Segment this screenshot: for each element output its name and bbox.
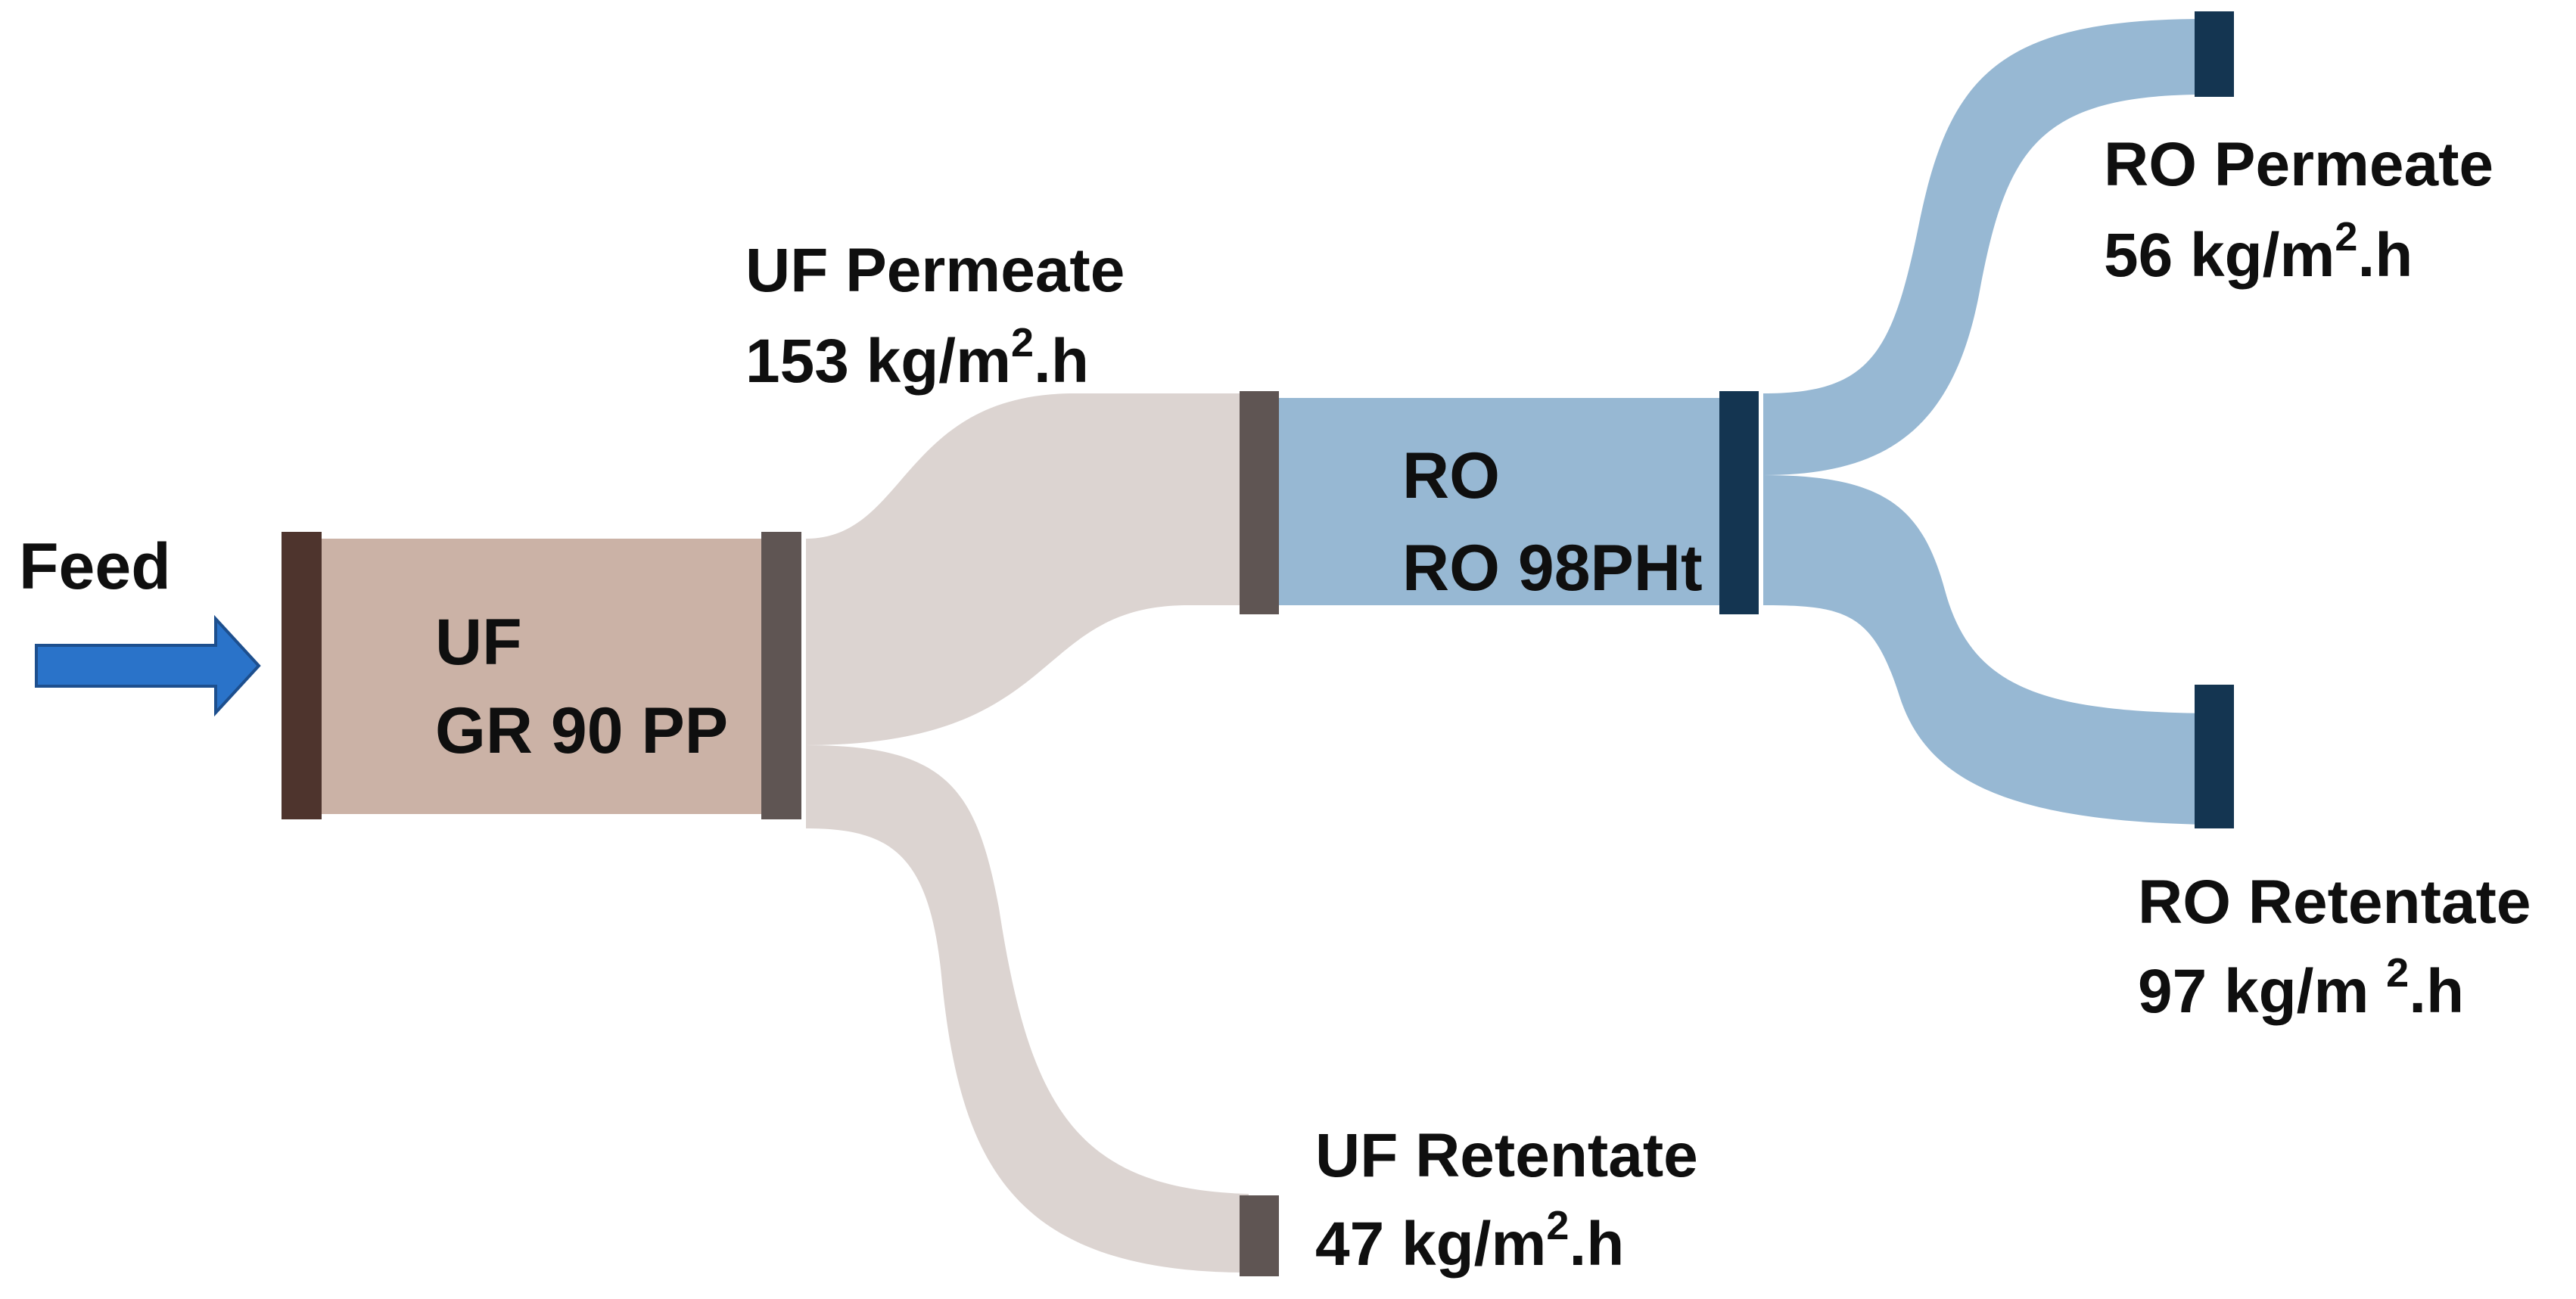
feed-label: Feed — [19, 530, 171, 603]
uf-retentate-flux-unit: .h — [1569, 1210, 1624, 1279]
uf-retentate-flux: 47 kg/m2.h — [1315, 1203, 1624, 1279]
ro-permeate-flux: 56 kg/m2.h — [2104, 214, 2413, 290]
uf-outlet-bar — [761, 532, 801, 819]
uf-unit-body — [301, 539, 770, 814]
uf-retentate-stream — [806, 745, 1249, 1273]
ro-retentate-stream — [1763, 475, 2206, 825]
ro-retentate-flux-value: 97 kg/m — [2138, 957, 2386, 1026]
uf-permeate-flux-unit: .h — [1034, 327, 1089, 396]
ro-retentate-title: RO Retentate — [2138, 868, 2531, 937]
ro-permeate-end-bar — [2195, 11, 2234, 97]
uf-retentate-title: UF Retentate — [1315, 1121, 1698, 1190]
ro-retentate-flux: 97 kg/m 2.h — [2138, 950, 2464, 1026]
ro-inlet-bar — [1240, 391, 1279, 614]
uf-permeate-stream — [806, 393, 1249, 745]
uf-retentate-end-bar — [1240, 1195, 1279, 1276]
ro-permeate-flux-value: 56 kg/m — [2104, 221, 2335, 290]
ro-permeate-stream — [1763, 19, 2206, 475]
uf-permeate-flux: 153 kg/m2.h — [745, 320, 1089, 396]
uf-membrane-label: GR 90 PP — [435, 695, 728, 767]
uf-retentate-flux-value: 47 kg/m — [1315, 1210, 1546, 1279]
ro-membrane-label: RO 98PHt — [1402, 532, 1703, 604]
ro-retentate-flux-sup: 2 — [2386, 950, 2409, 996]
ro-retentate-flux-unit: .h — [2409, 957, 2464, 1026]
ro-unit-body — [1264, 398, 1733, 605]
uf-inlet-bar — [282, 532, 322, 819]
uf-unit-name: UF — [435, 606, 522, 679]
ro-permeate-flux-unit: .h — [2357, 221, 2413, 290]
uf-permeate-flux-value: 153 kg/m — [745, 327, 1011, 396]
ro-permeate-title: RO Permeate — [2104, 130, 2494, 199]
ro-unit-name: RO — [1402, 440, 1500, 512]
ro-outlet-bar — [1719, 391, 1759, 614]
ro-retentate-end-bar — [2195, 685, 2234, 828]
uf-permeate-title: UF Permeate — [745, 236, 1125, 305]
feed-arrow-icon — [35, 614, 261, 717]
uf-retentate-flux-sup: 2 — [1546, 1203, 1569, 1248]
uf-permeate-flux-sup: 2 — [1011, 320, 1034, 365]
ro-permeate-flux-sup: 2 — [2335, 214, 2357, 259]
